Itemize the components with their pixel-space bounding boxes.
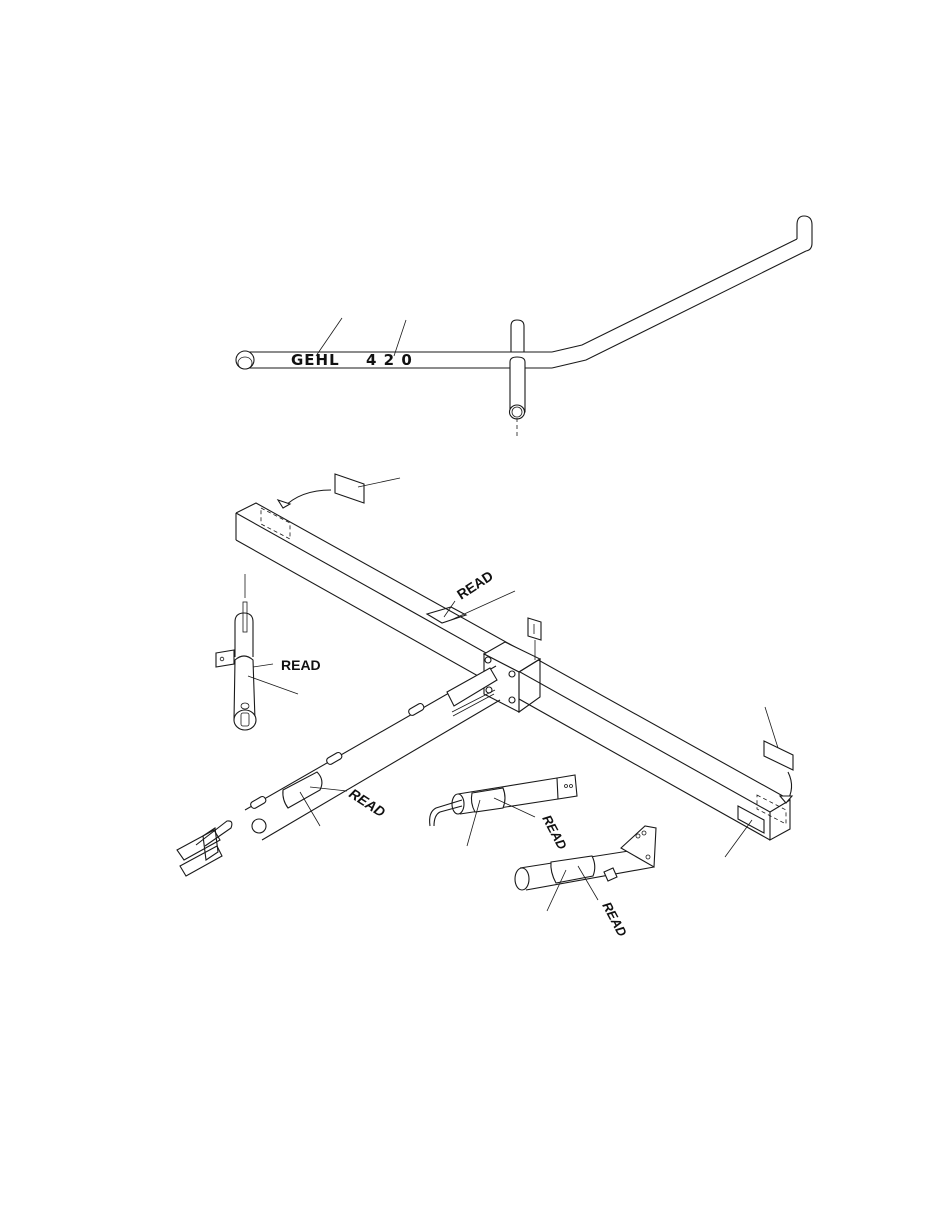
vertical-post <box>215 574 257 731</box>
arm-read-decal: READ <box>599 899 630 939</box>
tongue-read-decal: READ <box>346 785 388 820</box>
tongue-tube <box>176 665 501 877</box>
handle-model-decal: 4 2 0 <box>366 351 413 369</box>
decal-left-arrow <box>276 473 401 509</box>
mount-bracket <box>482 617 542 714</box>
decal-right-arrow <box>724 706 794 858</box>
handle-assembly <box>235 215 813 436</box>
jack-read-decal: READ <box>539 812 570 852</box>
frame-read-decal: READ <box>454 567 496 602</box>
handle-brand-decal: GEHL <box>291 351 340 369</box>
arm-tube <box>514 825 657 891</box>
crank-tube <box>429 774 578 827</box>
post-read-decal: READ <box>281 657 321 673</box>
